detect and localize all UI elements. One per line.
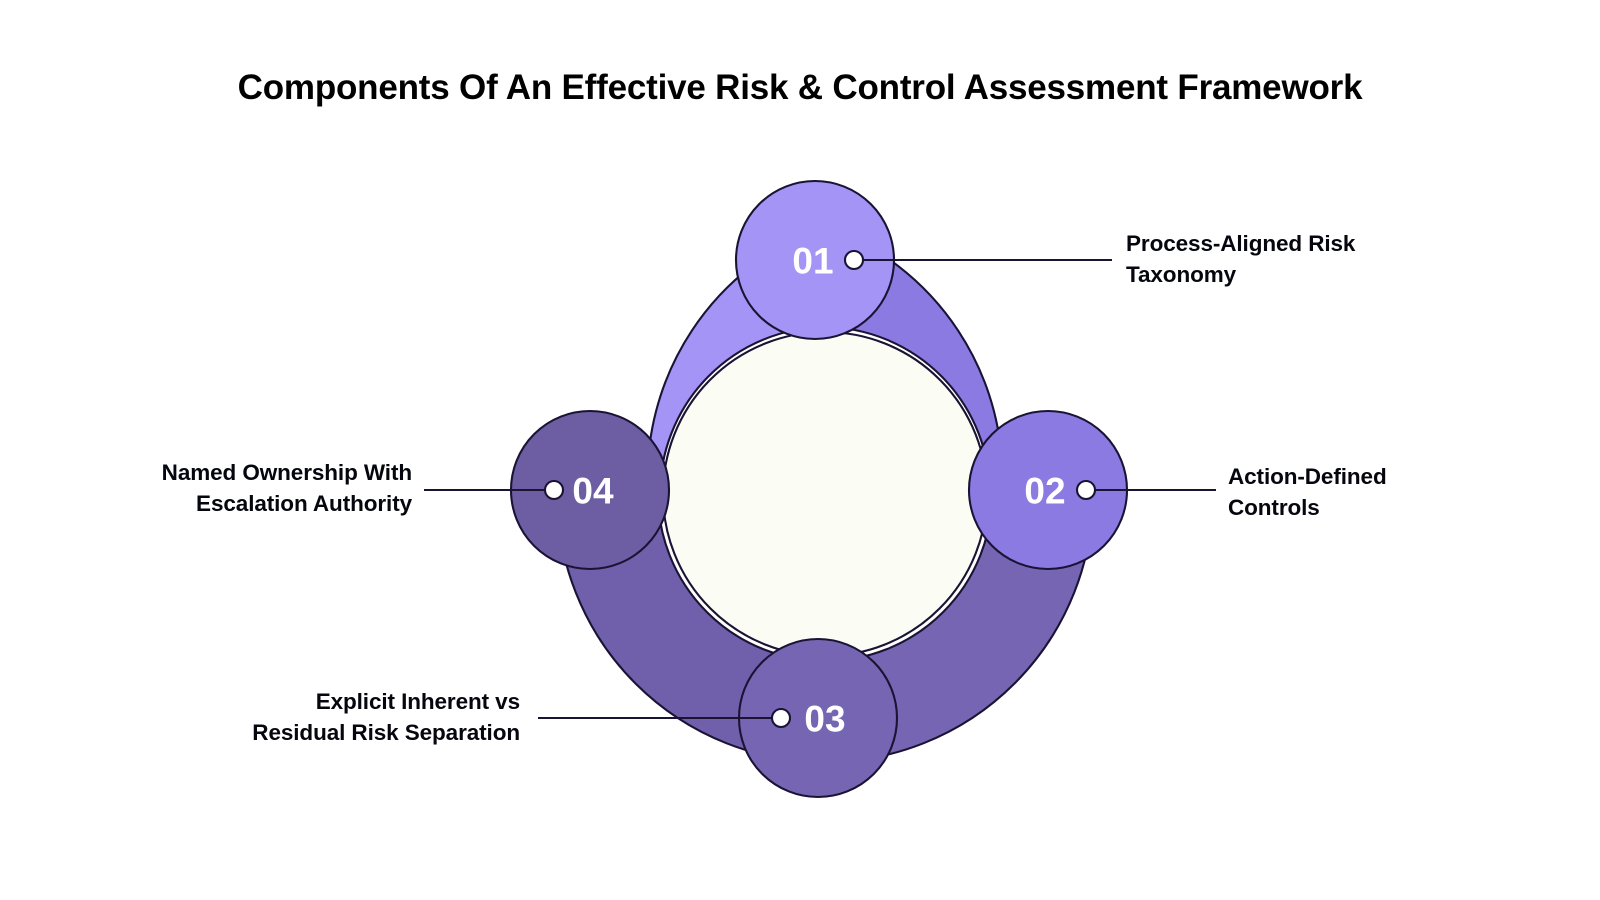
item-label-01: Process-Aligned Risk Taxonomy [1126,228,1456,290]
node-number-group: 01 02 03 04 [572,241,1065,740]
item-label-02-line2: Controls [1228,495,1320,521]
item-label-02-line1: Action-Defined [1228,464,1387,489]
node-number-02: 02 [1024,471,1065,512]
item-label-04-line2: Escalation Authority [196,491,412,517]
item-label-01-line2: Taxonomy [1126,262,1237,288]
node-number-03: 03 [804,699,845,740]
item-label-03-line1: Explicit Inherent vs [315,689,520,714]
leader-dot-04 [543,479,565,501]
item-label-01-line1: Process-Aligned Risk [1126,231,1356,256]
leader-dot-03 [770,707,792,729]
leader-group [424,249,1216,729]
leader-dot-01 [843,249,865,271]
node-number-04: 04 [572,471,614,512]
page-title: Components Of An Effective Risk & Contro… [237,68,1363,107]
item-label-03: Explicit Inherent vs Residual Risk Separ… [120,686,520,748]
item-label-04-line1: Named Ownership With [161,460,412,485]
item-label-04: Named Ownership With Escalation Authorit… [40,457,412,519]
leader-dot-02 [1075,479,1097,501]
node-number-01: 01 [792,241,833,282]
item-label-02: Action-Defined Controls [1228,461,1558,523]
item-label-03-line2: Residual Risk Separation [252,720,520,746]
node-circle-group [509,179,1129,799]
center-hub [661,330,989,658]
